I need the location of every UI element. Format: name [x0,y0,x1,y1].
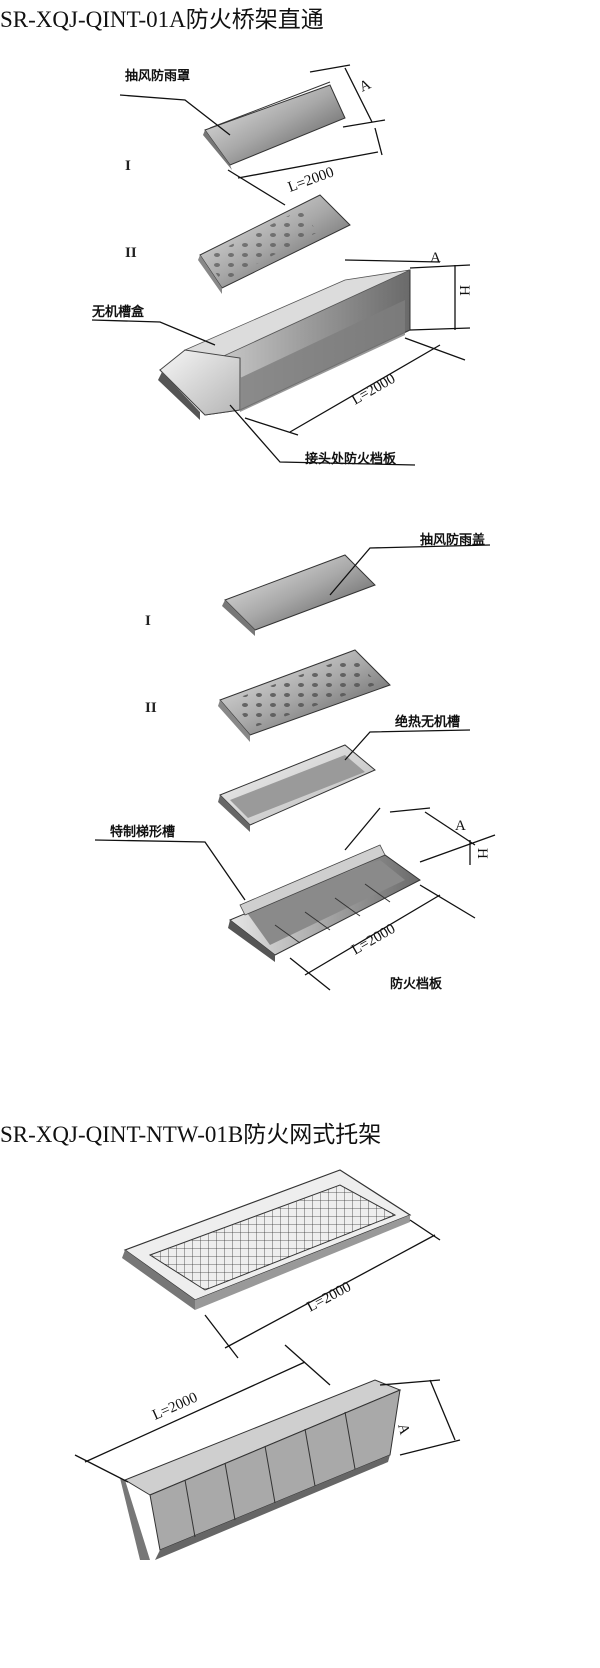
ladder-tray-part [120,1379,402,1560]
diagram-c [74,1169,461,1560]
dim-length-top: L=2000 [286,164,336,195]
leader-lid [329,544,491,596]
dim-a-b: A [455,818,466,834]
section-title-01b: SR-XQJ-QINT-NTW-01B防火网式托架 [0,1122,382,1147]
label-part-1: I [125,158,131,174]
dim-length-b: L=2000 [349,921,398,959]
diagram-a [91,64,471,466]
label-joint-plate: 接头处防火档板 [305,451,397,467]
label-rain-cover: 抽风防雨罩 [125,68,190,84]
mesh-tray-part [122,1169,412,1310]
leader-ladder [94,839,246,901]
ladder-trough-part [228,844,421,962]
diagram-b [94,544,496,991]
leader-tray-box [91,319,216,346]
dim-length-c-bottom: L=2000 [150,1390,200,1424]
label-insulated-trough: 绝热无机槽 [395,714,460,730]
perforated-plate-b [218,649,391,742]
dim-a-top: A [357,76,374,95]
rain-lid-part [222,554,376,636]
label-part-2: II [125,245,137,261]
label-ladder-trough: 特制梯形槽 [110,824,175,840]
leader-joint-plate [229,404,416,466]
leader-insulated [344,729,471,761]
perforated-plate-part [198,194,351,294]
dim-length-c-top: L=2000 [304,1279,354,1315]
dim-a-mid: A [430,250,441,266]
dim-h-b: H [474,848,490,859]
label-fire-plate: 防火档板 [390,976,443,992]
dim-length-mid: L=2000 [349,371,398,409]
label-part-2-b: II [145,700,157,716]
dim-a-c: A [394,1422,412,1437]
label-part-1-b: I [145,613,151,629]
label-tray-box: 无机槽盒 [91,304,145,320]
leader-cover [119,94,231,136]
dim-h-mid: H [456,285,472,296]
rain-cover-part [203,81,346,170]
section-title-01a: SR-XQJ-QINT-01A防火桥架直通 [0,7,324,32]
label-rain-lid: 抽风防雨盖 [420,532,485,548]
insulated-trough-part [218,744,376,832]
